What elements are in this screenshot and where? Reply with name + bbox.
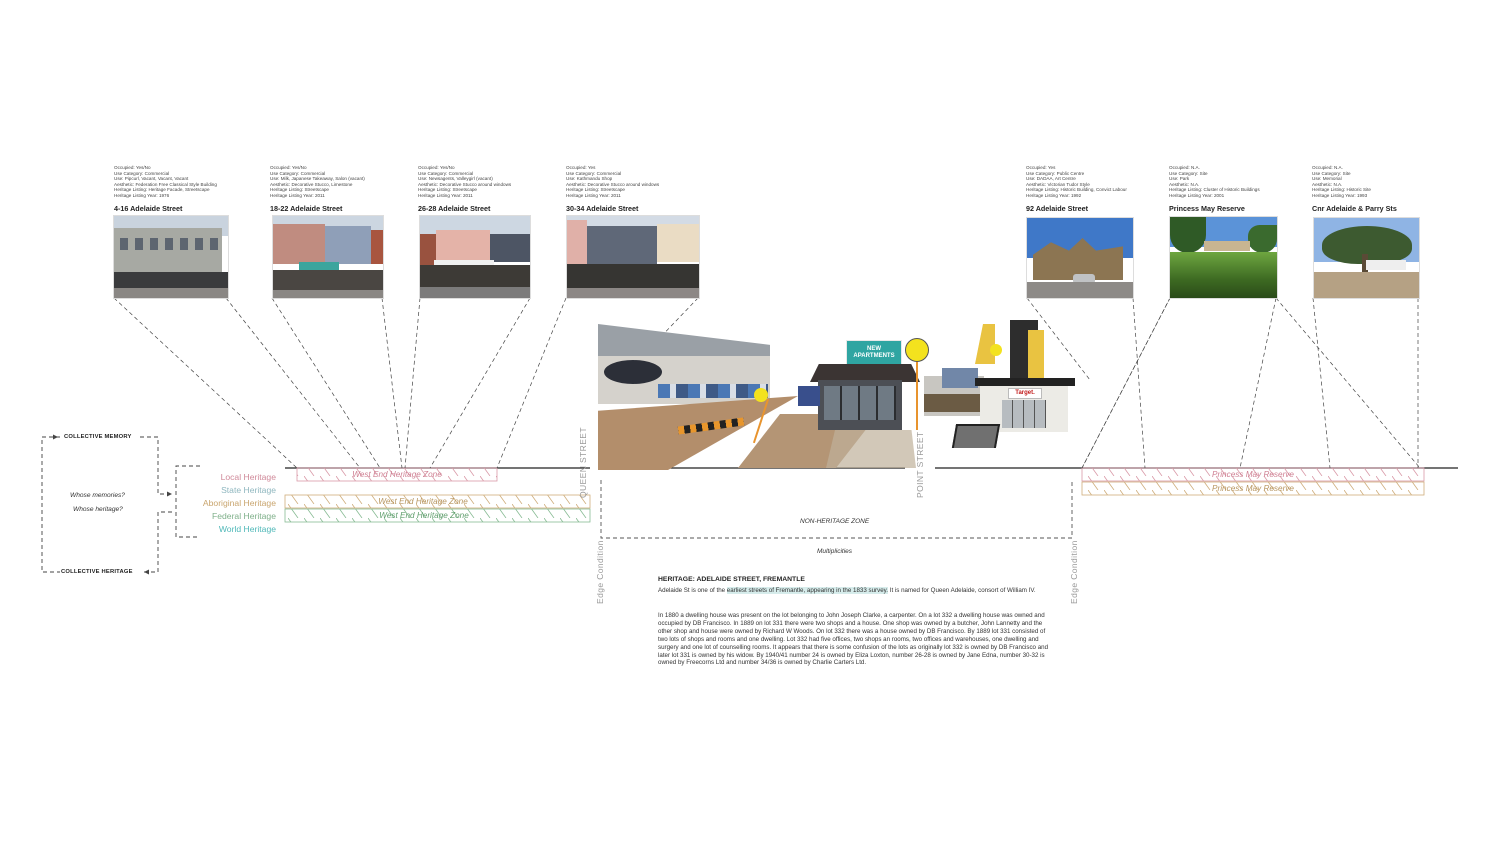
awning <box>810 364 920 382</box>
edge-condition-right: Edge Condition <box>1069 540 1079 604</box>
zone-princess-may-local: Princess May Reserve <box>1212 470 1294 479</box>
site-photo <box>113 215 229 299</box>
heritage-level-local: Local Heritage <box>220 472 276 482</box>
description-title: HERITAGE: ADELAIDE STREET, FREMANTLE <box>658 576 805 583</box>
store-doors <box>1002 400 1046 428</box>
bench <box>951 424 1001 448</box>
target-awning <box>975 378 1075 386</box>
pedestrian-sign-icon <box>990 344 1002 356</box>
mall-shops <box>924 394 984 412</box>
description-history: In 1880 a dwelling house was present on … <box>658 612 1049 667</box>
point-street-label: POINT STREET <box>915 431 925 498</box>
zone-west-end-local: West End Heritage Zone <box>352 470 442 479</box>
bins <box>798 386 820 406</box>
highlighted-text: earliest streets of Fremantle, appearing… <box>726 587 888 594</box>
site-title: Cnr Adelaide & Parry Sts <box>1312 204 1397 213</box>
site-title: Princess May Reserve <box>1169 204 1245 213</box>
zone-princess-may-aboriginal: Princess May Reserve <box>1212 484 1294 493</box>
target-sign: Target. <box>1008 388 1042 399</box>
heritage-level-state: State Heritage <box>221 485 276 495</box>
question-memories: Whose memories? <box>70 492 125 499</box>
collective-heritage-label: COLLECTIVE HERITAGE <box>61 569 133 575</box>
site-photo <box>1169 216 1278 299</box>
site-title: 30-34 Adelaide Street <box>566 204 639 213</box>
description-intro: Adelaide St is one of the earliest stree… <box>658 587 1036 594</box>
site-photo <box>566 215 700 299</box>
tower <box>1028 330 1044 380</box>
zone-west-end-aboriginal: West End Heritage Zone <box>378 497 468 506</box>
pedestrian-sign-icon <box>905 338 929 362</box>
zone-west-end-federal: West End Heritage Zone <box>379 511 469 520</box>
collective-memory-label: COLLECTIVE MEMORY <box>64 434 132 440</box>
heritage-level-federal: Federal Heritage <box>211 511 276 521</box>
pedestrian-sign-icon <box>754 388 768 402</box>
site-title: 4-16 Adelaide Street <box>114 204 183 213</box>
mall-facade <box>942 368 978 388</box>
heritage-level-aboriginal: Aboriginal Heritage <box>202 498 276 508</box>
site-title: 92 Adelaide Street <box>1026 204 1089 213</box>
site-photo <box>1313 217 1420 299</box>
graffiti <box>604 360 662 384</box>
graffiti-strip <box>658 384 768 398</box>
heritage-level-world: World Heritage <box>218 524 276 534</box>
site-title: 18-22 Adelaide Street <box>270 204 343 213</box>
paving <box>826 430 916 468</box>
multiplicities-label: Multiplicities <box>817 548 853 555</box>
site-photo <box>1026 217 1134 299</box>
site-title: 26-28 Adelaide Street <box>418 204 491 213</box>
edge-condition-left: Edge Condition <box>595 540 605 604</box>
sign-pole <box>916 350 918 430</box>
non-heritage-zone-label: NON-HERITAGE ZONE <box>800 518 870 525</box>
site-photo <box>419 215 531 299</box>
site-photo <box>272 215 384 299</box>
shop-windows <box>824 386 896 420</box>
queen-street-label: QUEEN STREET <box>578 427 588 498</box>
question-heritage: Whose heritage? <box>73 506 123 513</box>
